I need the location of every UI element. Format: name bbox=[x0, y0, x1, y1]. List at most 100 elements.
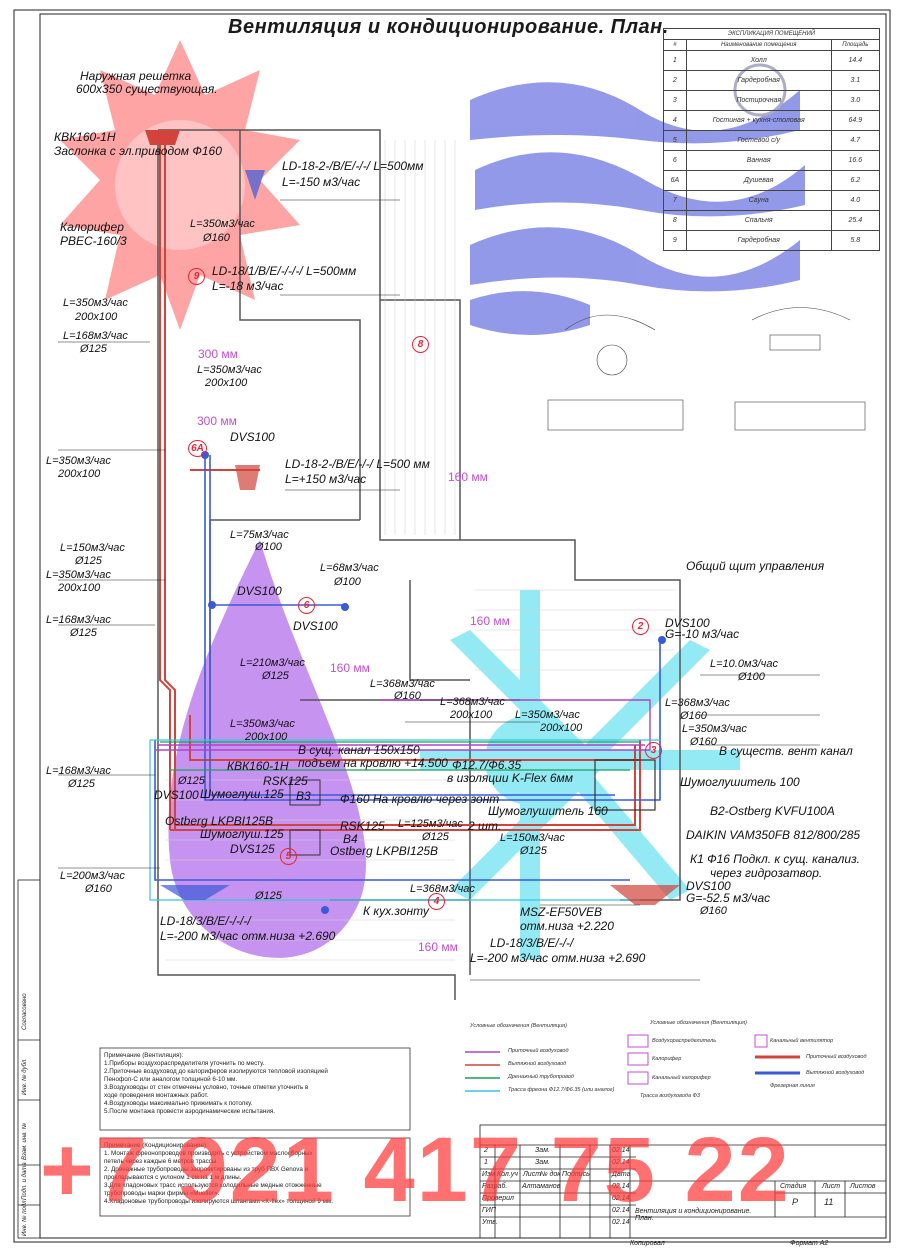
leader-lines bbox=[58, 199, 820, 981]
dimension-label: 160 мм bbox=[470, 614, 510, 628]
table-cell: 14.4 bbox=[830, 50, 881, 71]
table-cell: Гостиная + кухня-столовая bbox=[685, 110, 832, 131]
legend-title: Условные обозначения (Вентиляция) bbox=[470, 1023, 567, 1029]
legend-item: Трасса фреона Ф12.7/Ф6.35 (или аналог) bbox=[508, 1087, 615, 1093]
table-cell: Холл bbox=[685, 50, 832, 71]
room-marker: 2 bbox=[632, 618, 649, 635]
table-cell: Спальня bbox=[685, 210, 832, 231]
table-cell: 6.2 bbox=[830, 170, 881, 191]
label-diameter: Ø125 bbox=[255, 890, 282, 902]
stamp-sheet-header: Лист bbox=[822, 1183, 841, 1190]
table-cell: 1 bbox=[663, 50, 687, 71]
stamp-date: 02.14 bbox=[612, 1207, 630, 1214]
stamp-header: Кол.уч bbox=[497, 1171, 518, 1178]
label-damper: Заслонка с эл.приводом Ф160 bbox=[54, 144, 222, 158]
label-diameter: Ø125 bbox=[75, 555, 102, 567]
dimension-label: 160 мм bbox=[418, 940, 458, 954]
label-b4: В4 bbox=[343, 832, 358, 846]
table-cell: Гардеробная bbox=[685, 230, 832, 251]
label-flow: L=75м3/час bbox=[230, 529, 289, 541]
diffuser-ld5 bbox=[610, 885, 680, 905]
label-ld5-flow: L=-200 м3/час отм.низа +2.690 bbox=[470, 951, 646, 965]
room-explication-table: ЭКСПЛИКАЦИЯ ПОМЕЩЕНИЙ # Наименование пом… bbox=[663, 28, 881, 251]
col-header: Площадь bbox=[830, 39, 881, 51]
drain-lines bbox=[160, 741, 640, 771]
table-cell: Гостевой с/у bbox=[685, 130, 832, 151]
col-header: # bbox=[663, 39, 687, 51]
label-dvs125: DVS125 bbox=[230, 842, 275, 856]
stamp-cell: 1 bbox=[484, 1159, 488, 1166]
label-insulation: в изоляции K-Flex 6мм bbox=[447, 771, 573, 785]
legend-item: Калорифер bbox=[652, 1056, 682, 1062]
stamp-header: Лист bbox=[523, 1171, 542, 1178]
table-header-row: # Наименование помещения Площадь bbox=[663, 39, 881, 51]
label-pipe: Ф12.7/Ф6.35 bbox=[452, 758, 522, 772]
diffuser-ld3 bbox=[235, 465, 260, 490]
label-ld4-flow: L=-200 м3/час отм.низа +2.690 bbox=[160, 929, 336, 943]
label-silencer125: Шумоглуш.125 bbox=[200, 827, 284, 841]
label-flow: L=168м3/час bbox=[63, 330, 128, 342]
label-daikin: DAIKIN VAM350FB 812/800/285 bbox=[686, 828, 861, 842]
note-line: прокладываются с уклоном 1 см на 1 м дли… bbox=[104, 1174, 242, 1181]
drawing-title: Вентиляция и кондиционирование. План. bbox=[228, 16, 669, 38]
label-silencer125: Шумоглуш.125 bbox=[200, 787, 284, 801]
sheet-border bbox=[13, 9, 891, 1243]
label-control-panel: Общий щит управления bbox=[686, 559, 825, 573]
frame-border bbox=[39, 13, 887, 1239]
cyan-pipes bbox=[149, 739, 660, 901]
stamp-role: Проверил bbox=[482, 1195, 514, 1202]
table-cell: 16.6 bbox=[830, 150, 881, 171]
label-diameter: Ø100 bbox=[334, 576, 361, 588]
dimension-label: 300 мм bbox=[198, 347, 238, 361]
label-flow: L=350м3/час bbox=[515, 709, 580, 721]
stamp-header: Изм bbox=[482, 1171, 495, 1178]
note-line: 1. Монтаж фреонопроводов производить с у… bbox=[104, 1150, 313, 1157]
legend-item: Трасса воздуховода Ф3 bbox=[640, 1093, 700, 1099]
legend-item: Вытяжной воздуховод bbox=[508, 1061, 567, 1067]
notes-heading: Примечание (Вентиляция): bbox=[104, 1052, 184, 1059]
note-line: Пенофол-С или аналогом толщиной 6-10 мм. bbox=[104, 1076, 238, 1083]
label-flow: L=150м3/час bbox=[60, 542, 125, 554]
label-size: 200х100 bbox=[58, 468, 101, 480]
legend-item: Дренажный трубопровод bbox=[508, 1074, 574, 1080]
notes-cond-box bbox=[99, 1137, 411, 1217]
notes-heading: Примечание (Кондиционирование): bbox=[104, 1142, 208, 1149]
table-cell: 4 bbox=[663, 110, 687, 131]
label-water-seal: через гидрозатвор. bbox=[710, 866, 823, 880]
legend-title: Условные обозначения (Вентиляция) bbox=[650, 1020, 747, 1026]
label-diameter: Ø100 bbox=[255, 541, 282, 553]
note-line: 2.Приточные воздуховод до калориферов из… bbox=[104, 1068, 328, 1075]
label-ld2: LD-18/1/B/E/-/-/-/ L=500мм bbox=[212, 264, 357, 278]
label-two-pcs: 2 шт. bbox=[468, 819, 502, 833]
notes-vent-box bbox=[99, 1047, 411, 1131]
stamp-date: 02.14 bbox=[612, 1195, 630, 1202]
legend-item: Воздухораспределитель bbox=[652, 1038, 717, 1044]
legend-item: Приточный воздуховод bbox=[806, 1054, 867, 1060]
table-cell: Душевая bbox=[685, 170, 832, 191]
label-dvs100: DVS100 bbox=[230, 430, 275, 444]
label-rsk125: RSK125 bbox=[263, 774, 308, 788]
legend-item: Канальный вентилятор bbox=[770, 1038, 834, 1044]
note-line: петель через каждые 6 метров трассы. bbox=[104, 1158, 219, 1165]
label-k1: К1 Ф16 Подкл. к сущ. канализ. bbox=[690, 852, 860, 866]
table-title: ЭКСПЛИКАЦИЯ ПОМЕЩЕНИЙ bbox=[663, 28, 880, 40]
label-size: 200х100 bbox=[58, 582, 101, 594]
label-dvs100: DVS100 bbox=[237, 584, 282, 598]
side-label: Согласовано bbox=[22, 993, 28, 1030]
label-heater-model: PBEC-160/3 bbox=[60, 234, 127, 248]
phone-watermark: +7 921 417 75 22 bbox=[40, 1119, 791, 1221]
side-label: Подп. и дата bbox=[22, 1162, 28, 1200]
side-strip bbox=[17, 879, 41, 1239]
legend-item: Приточный воздуховод bbox=[508, 1048, 569, 1054]
label-silencer100: Шумоглушитель 100 bbox=[680, 775, 800, 789]
label-grille-size: 600х350 существующая. bbox=[76, 82, 218, 96]
note-line: 5.После монтажа провести аэродинамически… bbox=[104, 1108, 276, 1115]
stamp-format: Формат А2 bbox=[790, 1240, 829, 1247]
legend-item: Канальный калорифер bbox=[652, 1075, 711, 1081]
dvs-valves bbox=[201, 451, 666, 914]
